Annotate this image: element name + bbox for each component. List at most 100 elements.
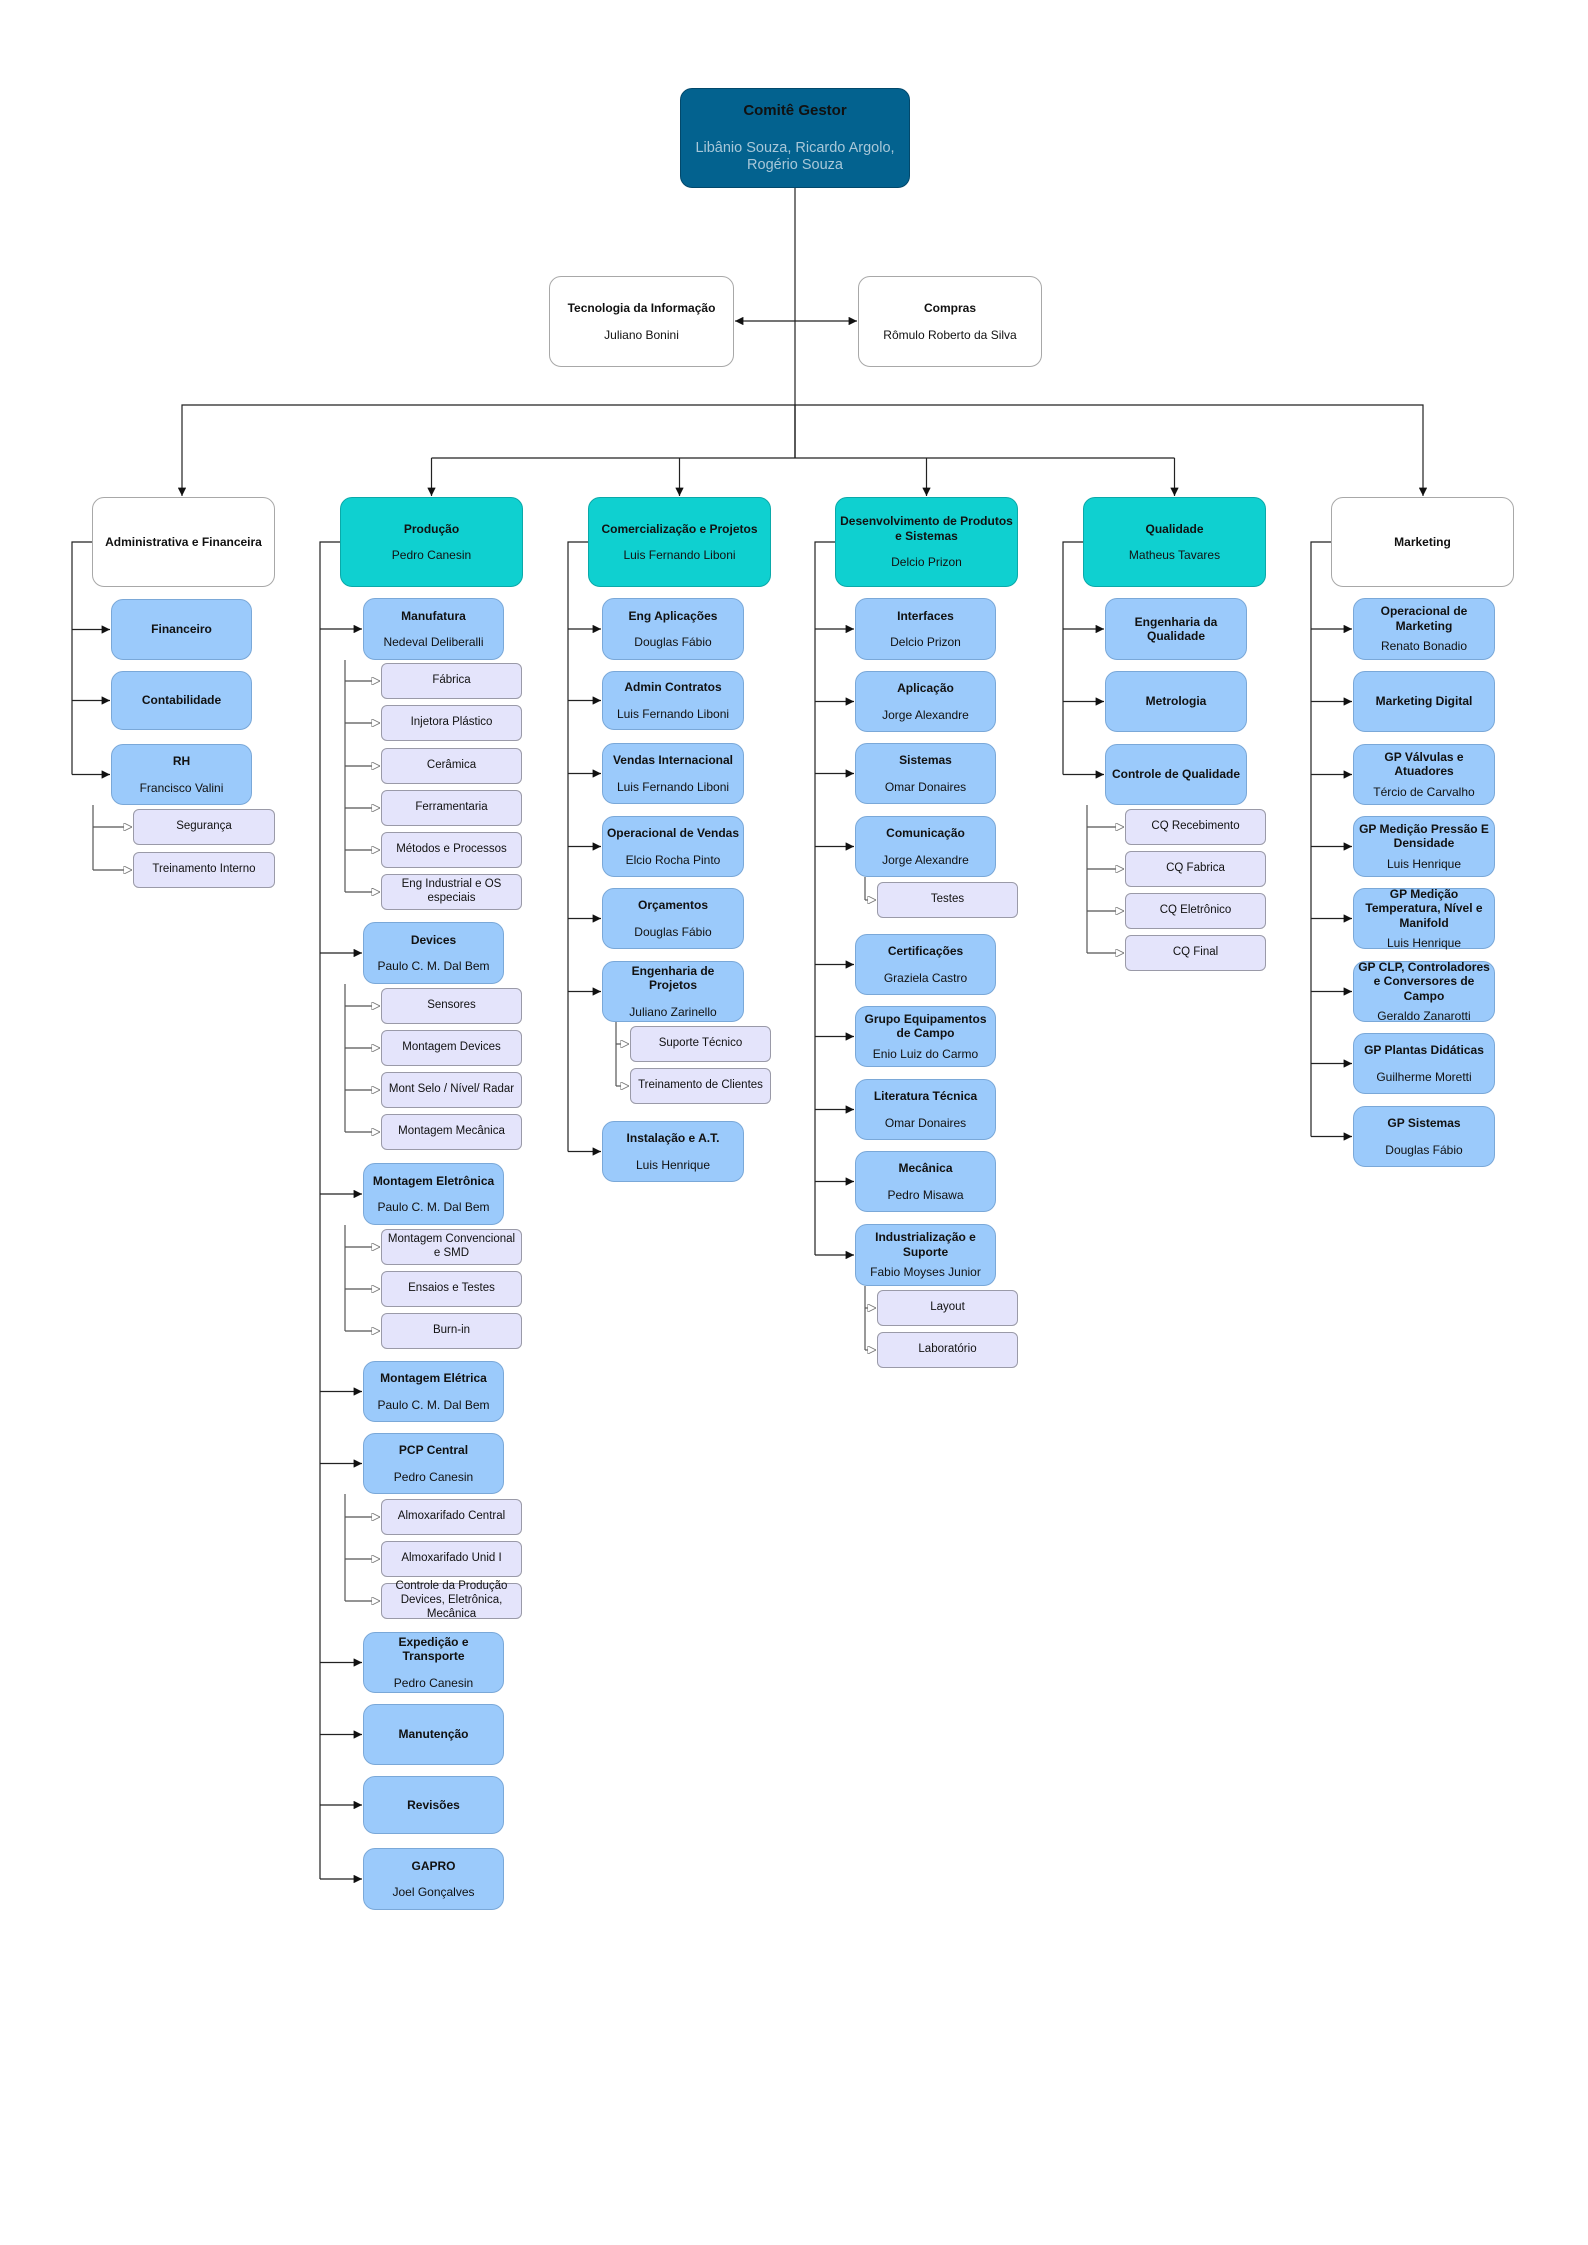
- staff-node-compras-title: Compras: [923, 301, 976, 316]
- dept-spine-qualidade: [1062, 541, 1083, 775]
- subunit-node-fabrica-title: Fábrica: [432, 674, 471, 687]
- unit-node-rh-title: RH: [172, 754, 191, 769]
- subunit-node-cq-recebimento: CQ Recebimento: [1125, 809, 1266, 845]
- unit-node-montagem-eletronica-subtitle: Paulo C. M. Dal Bem: [377, 1200, 490, 1214]
- dept-node-desenvolvimento-de-produtos-e-sistemas-subtitle: Delcio Prizon: [891, 555, 962, 570]
- dept-spine-marketing: [1310, 541, 1331, 1137]
- unit-node-grupo-equipamentos-de-campo-title: Grupo Equipamentos de Campo: [864, 1011, 987, 1041]
- subunit-node-burn-in: Burn-in: [381, 1313, 522, 1349]
- dept-node-marketing-title: Marketing: [1394, 534, 1451, 549]
- subunit-node-testes: Testes: [877, 882, 1018, 918]
- subunit-node-suporte-tecnico-title: Suporte Técnico: [658, 1037, 743, 1050]
- unit-node-gapro: GAPRO Joel Gonçalves: [363, 1848, 504, 1910]
- subunit-node-almoxarifado-unid-i-title: Almoxarifado Unid I: [401, 1552, 502, 1565]
- dept-spine-producao: [319, 541, 340, 1879]
- subunit-node-seguranca: Segurança: [133, 809, 275, 845]
- unit-node-metrologia-title: Metrologia: [1145, 694, 1207, 709]
- unit-node-eng-aplicacoes-title: Eng Aplicações: [628, 608, 718, 623]
- subunit-node-injetora-plastico-title: Injetora Plástico: [410, 716, 493, 729]
- unit-node-admin-contratos-title: Admin Contratos: [624, 680, 722, 695]
- unit-node-vendas-internacional-title: Vendas Internacional: [612, 753, 734, 768]
- unit-node-montagem-eletronica-title: Montagem Eletrônica: [372, 1173, 495, 1188]
- unit-node-gp-medicao-temperatura-nivel-e-manifold-subtitle: Luis Henrique: [1386, 935, 1462, 950]
- subunit-node-mont-selo-nivel-radar-title: Mont Selo / Nível/ Radar: [388, 1083, 515, 1096]
- unit-node-controle-de-qualidade-title: Controle de Qualidade: [1111, 767, 1240, 782]
- dept-node-comercializacao-e-projetos-title: Comercialização e Projetos: [601, 521, 758, 536]
- dept-node-desenvolvimento-de-produtos-e-sistemas-title: Desenvolvimento de Produtos e Sistemas: [840, 514, 1013, 543]
- subunit-node-controle-da-producao-devices-eletronica--title: Controle da Produção Devices, Eletrônica…: [395, 1580, 508, 1620]
- subunit-node-eng-industrial-e-os-especiais: Eng Industrial e OS especiais: [381, 874, 522, 910]
- unit-node-gapro-subtitle: Joel Gonçalves: [392, 1885, 475, 1899]
- unit-node-admin-contratos-subtitle: Luis Fernando Liboni: [616, 706, 730, 721]
- dept-node-producao-subtitle: Pedro Canesin: [391, 548, 472, 562]
- unit-node-orcamentos-title: Orçamentos: [637, 898, 709, 913]
- unit-node-contabilidade: Contabilidade: [111, 671, 252, 730]
- dept-spine-comercializacao-e-projetos: [567, 541, 588, 1152]
- subunit-node-ensaios-e-testes: Ensaios e Testes: [381, 1271, 522, 1307]
- subunit-node-metodos-e-processos-title: Métodos e Processos: [396, 843, 507, 856]
- unit-node-manufatura-title: Manufatura: [401, 608, 466, 623]
- unit-node-instalacao-e-a-t: Instalação e A.T.Luis Henrique: [602, 1121, 744, 1182]
- dept-spine-desenvolvimento-de-produtos-e-sistemas: [814, 541, 835, 1255]
- unit-node-literatura-tecnica-title: Literatura Técnica: [873, 1089, 978, 1104]
- unit-node-gp-plantas-didaticas-subtitle: Guilherme Moretti: [1376, 1069, 1472, 1084]
- subunit-node-treinamento-interno: Treinamento Interno: [133, 852, 275, 888]
- unit-node-marketing-digital-title: Marketing Digital: [1375, 694, 1473, 709]
- subunit-node-montagem-devices: Montagem Devices: [381, 1030, 522, 1066]
- subunit-node-cq-fabrica-title: CQ Fabrica: [1166, 862, 1225, 875]
- unit-node-montagem-eletrica-title: Montagem Elétrica: [380, 1371, 487, 1386]
- subunit-node-treinamento-de-clientes-title: Treinamento de Clientes: [638, 1079, 763, 1092]
- unit-node-gp-medicao-pressao-e-densidade-subtitle: Luis Henrique: [1386, 856, 1462, 871]
- unit-node-operacional-de-marketing-title: Operacional de Marketing: [1380, 604, 1468, 633]
- unit-node-controle-de-qualidade: Controle de Qualidade: [1105, 744, 1247, 805]
- unit-node-interfaces-title: Interfaces: [897, 608, 954, 623]
- unit-node-operacional-de-vendas-subtitle: Elcio Rocha Pinto: [625, 852, 721, 867]
- unit-node-engenharia-da-qualidade-title: Engenharia da Qualidade: [1134, 614, 1218, 643]
- subunit-node-suporte-tecnico: Suporte Técnico: [630, 1026, 771, 1062]
- subunit-node-cq-fabrica: CQ Fabrica: [1125, 851, 1266, 887]
- unit-node-operacional-de-vendas-title: Operacional de Vendas: [606, 826, 740, 841]
- dept-link-5: [794, 404, 1428, 496]
- unit-node-gp-clp-controladores-e-conversores-de-campo-subtitle: Geraldo Zanarotti: [1377, 1008, 1471, 1023]
- unit-node-gp-medicao-temperatura-nivel-e-manifold-title: GP Medição Temperatura, Nível e Manifold: [1365, 886, 1483, 930]
- unit-node-gp-valvulas-e-atuadores-subtitle: Tércio de Carvalho: [1373, 784, 1475, 799]
- subunit-node-montagem-mecanica-title: Montagem Mecânica: [398, 1125, 505, 1138]
- subunit-node-layout-title: Layout: [930, 1301, 965, 1314]
- unit-node-expedicao-e-transporte-title: Expedição e Transporte: [398, 1634, 469, 1664]
- staff-node-tecnologia-da-informacao-title: Tecnologia da Informação: [567, 301, 716, 316]
- unit-node-engenharia-de-projetos-subtitle: Juliano Zarinello: [629, 1004, 717, 1019]
- unit-node-gapro-title: GAPRO: [411, 1858, 456, 1873]
- unit-node-gp-clp-controladores-e-conversores-de-campo: GP CLP, Controladores e Conversores de C…: [1353, 960, 1495, 1023]
- subunit-node-injetora-plastico: Injetora Plástico: [381, 705, 522, 741]
- unit-node-devices-subtitle: Paulo C. M. Dal Bem: [377, 959, 490, 973]
- unit-node-sistemas-subtitle: Omar Donaires: [884, 779, 967, 794]
- unit-node-operacional-de-marketing-subtitle: Renato Bonadio: [1380, 639, 1468, 654]
- unit-node-gp-medicao-pressao-e-densidade-title: GP Medição Pressão E Densidade: [1359, 821, 1489, 851]
- unit-node-marketing-digital: Marketing Digital: [1353, 671, 1495, 732]
- unit-node-certificacoes-subtitle: Graziela Castro: [883, 970, 968, 985]
- unit-node-contabilidade-title: Contabilidade: [141, 693, 222, 708]
- subunit-node-layout: Layout: [877, 1290, 1018, 1326]
- unit-node-instalacao-e-a-t-title: Instalação e A.T.: [626, 1131, 720, 1146]
- unit-node-comunicacao-subtitle: Jorge Alexandre: [882, 852, 969, 867]
- dept-node-administrativa-e-financeira: Administrativa e Financeira: [92, 497, 275, 587]
- subunit-node-cq-final-title: CQ Final: [1172, 946, 1219, 959]
